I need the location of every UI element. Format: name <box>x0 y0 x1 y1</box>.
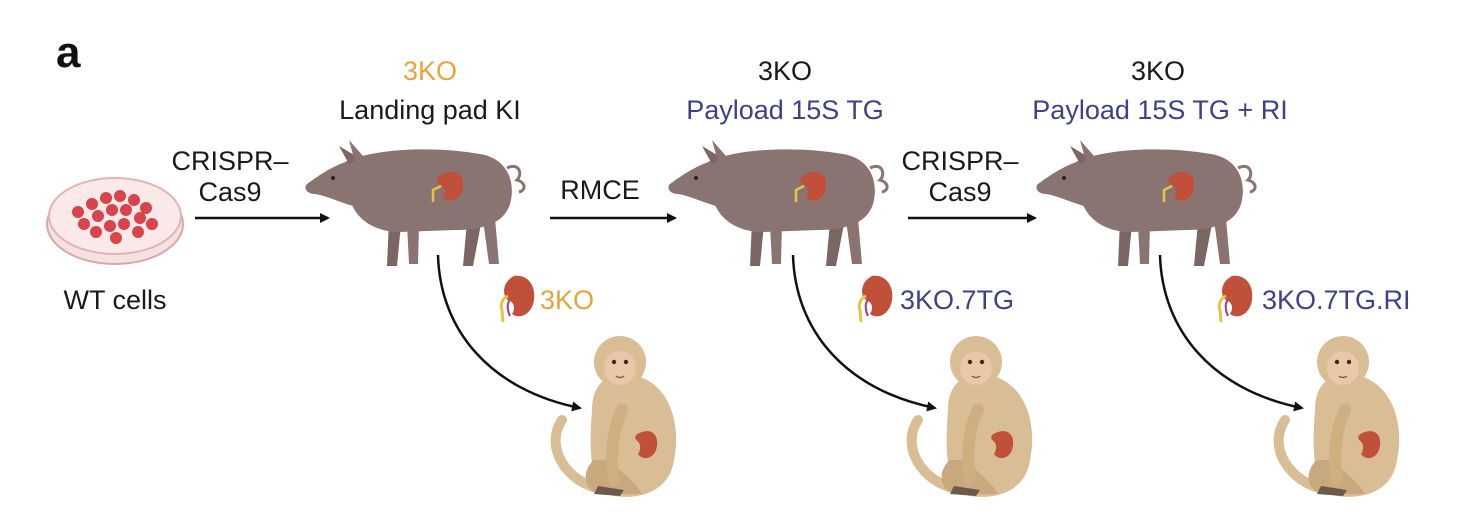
cells-icon <box>72 190 158 244</box>
step2-method-line1: RMCE <box>560 175 640 205</box>
pig-icon-1 <box>303 138 526 268</box>
monkey-icon-2 <box>912 336 1032 497</box>
pig-icon-3 <box>1034 138 1257 268</box>
step3-method-line2: Cas9 <box>928 177 992 207</box>
monkey-icon-3 <box>1279 336 1399 497</box>
pig2-subtitle: Payload 15S TG <box>686 95 884 125</box>
pig1-title: 3KO <box>402 56 458 86</box>
pig2-title: 3KO <box>757 56 813 86</box>
monkey-icon-1 <box>556 336 676 497</box>
kidney2-label: 3KO.7TG <box>900 285 1015 315</box>
pig3-title: 3KO <box>1130 56 1186 86</box>
kidney-icon-3 <box>1217 274 1254 324</box>
kidney-icon-2 <box>857 274 894 324</box>
step1-method-line2: Cas9 <box>198 177 262 207</box>
pig3-subtitle: Payload 15S TG + RI <box>1032 95 1288 125</box>
petri-dish-icon <box>46 177 184 265</box>
step1-method-line1: CRISPR– <box>171 146 289 176</box>
pig-icon-2 <box>666 138 889 268</box>
wt-cells-label: WT cells <box>63 285 167 315</box>
pig1-subtitle: Landing pad KI <box>339 95 521 125</box>
kidney1-label: 3KO <box>540 285 595 315</box>
kidney3-label: 3KO.7TG.RI <box>1262 285 1411 315</box>
panel-letter: a <box>56 28 81 77</box>
curved-arrow-1 <box>436 254 582 412</box>
curved-arrow-3 <box>1158 254 1304 412</box>
kidney-icon-1 <box>499 274 536 324</box>
curved-arrow-2 <box>791 254 937 412</box>
step3-method-line1: CRISPR– <box>901 146 1019 176</box>
